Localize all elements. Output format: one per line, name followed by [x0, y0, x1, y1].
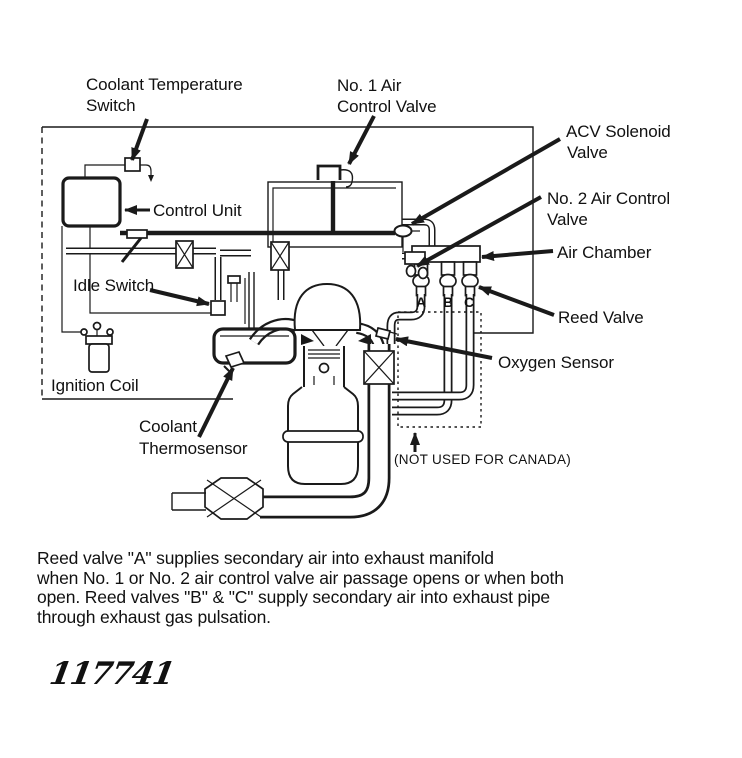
- check-valve-1: [175, 240, 194, 269]
- vacuum-port-lever: [120, 229, 148, 263]
- check-valve-2: [270, 241, 290, 271]
- no2-air-control-valve: [404, 251, 429, 280]
- engine-assembly: [244, 272, 385, 485]
- idle-switch-component: [210, 275, 241, 316]
- label-ignition-coil: Ignition Coil: [51, 376, 139, 395]
- label-idle-switch: Idle Switch: [73, 276, 154, 295]
- caption-paragraph: Reed valve "A" supplies secondary air in…: [37, 548, 727, 627]
- label-reed-valve: Reed Valve: [558, 308, 644, 327]
- label-coolant-temp-switch-line1: Coolant Temperature: [86, 75, 243, 94]
- label-coolant-thermosensor-line2: Thermosensor: [139, 439, 248, 458]
- air-cleaner-box: [267, 181, 403, 248]
- label-no1-acv-line1: No. 1 Air: [337, 76, 402, 95]
- acv-solenoid-valve: [393, 224, 420, 252]
- label-oxygen-sensor: Oxygen Sensor: [498, 353, 614, 372]
- label-air-chamber: Air Chamber: [557, 243, 652, 262]
- secondary-air-pipes: [386, 294, 482, 428]
- reed-valve-b: [439, 261, 457, 297]
- caption-line-1: Reed valve "A" supplies secondary air in…: [37, 548, 494, 568]
- label-reed-a: A: [416, 294, 426, 310]
- ignition-coil-component: [80, 321, 114, 373]
- coolant-thermosensor-part: [224, 350, 246, 369]
- label-control-unit: Control Unit: [153, 201, 242, 220]
- exhaust-check-valve: [363, 350, 395, 385]
- catalytic-converter: [204, 477, 264, 520]
- oxygen-sensor-part: [374, 326, 398, 341]
- label-no1-acv-line2: Control Valve: [337, 97, 437, 116]
- diagram-labels: Coolant Temperature Switch No. 1 Air Con…: [51, 75, 671, 467]
- label-acv-solenoid-line2: Valve: [567, 143, 608, 162]
- label-acv-solenoid-line1: ACV Solenoid: [566, 122, 671, 141]
- label-no2-acv-line2: Valve: [547, 210, 588, 229]
- caption-line-2: when No. 1 or No. 2 air control valve ai…: [37, 567, 564, 588]
- no1-air-control-valve: [316, 164, 354, 188]
- exhaust-system: [171, 344, 395, 520]
- main-control-line: [120, 181, 395, 236]
- figure-number: 117741: [46, 656, 177, 692]
- reed-valve-c: [461, 261, 479, 297]
- caption-line-4: through exhaust gas pulsation.: [37, 606, 271, 627]
- thermostat-housing: [212, 327, 297, 373]
- caption-line-3: open. Reed valves "B" & "C" supply secon…: [37, 587, 551, 608]
- tailpipe: [171, 492, 206, 511]
- label-coolant-thermosensor-line1: Coolant: [139, 417, 197, 436]
- pointer-arrows: [124, 115, 561, 452]
- label-no2-acv-line1: No. 2 Air Control: [547, 189, 670, 208]
- control-unit-box: [61, 176, 122, 228]
- label-reed-b: B: [443, 294, 453, 310]
- canada-only-region: [397, 311, 482, 428]
- label-reed-c: C: [464, 294, 474, 310]
- label-coolant-temp-switch-line2: Switch: [86, 96, 135, 115]
- system-boundary-box: [41, 126, 534, 400]
- label-canada-note: (NOT USED FOR CANADA): [394, 452, 571, 467]
